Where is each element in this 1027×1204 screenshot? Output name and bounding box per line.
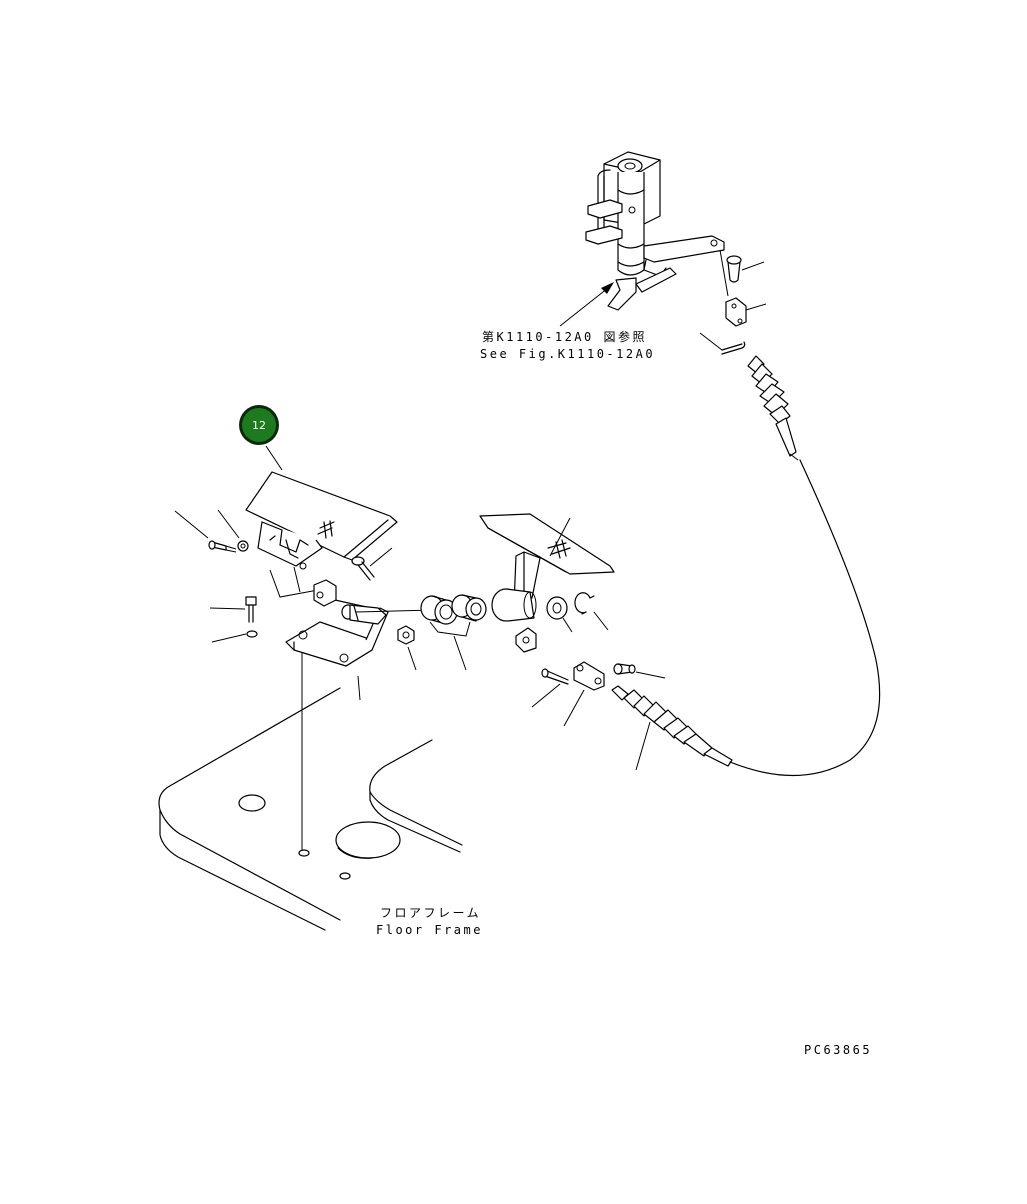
cable-end-upper — [747, 355, 799, 461]
reference-arrow — [559, 282, 614, 327]
hex-nut — [397, 625, 417, 671]
callout-fill — [242, 408, 276, 442]
cotter-pin — [699, 332, 746, 355]
bolt-and-washer — [174, 509, 249, 553]
bracket-block — [313, 579, 337, 607]
pivot-pin — [341, 604, 433, 625]
bolt-lower-left — [209, 596, 258, 643]
see-fig-label-en: See Fig.K1110-12A0 — [480, 347, 655, 361]
washer-right — [546, 596, 573, 633]
bolt-center — [351, 547, 393, 581]
drawing-code: PC63865 — [804, 1043, 872, 1057]
snap-ring — [574, 592, 609, 631]
footrest-pedal — [245, 471, 398, 570]
brake-pedal — [479, 513, 615, 653]
clevis-pin — [531, 668, 569, 708]
callout-leader — [265, 445, 283, 471]
see-fig-label-jp: 第K1110-12A0 図参照 — [482, 329, 647, 344]
upper-pin — [726, 255, 765, 283]
leader-footrest-block-2 — [293, 566, 301, 593]
control-cable — [729, 459, 881, 777]
floor-frame — [158, 687, 463, 931]
leader-bushings — [429, 621, 471, 671]
valve-assembly — [585, 151, 729, 311]
floor-frame-label-jp: フロアフレーム — [380, 906, 481, 920]
cable-end-lower — [611, 685, 733, 771]
clevis — [563, 661, 605, 727]
floor-frame-label-en: Floor Frame — [376, 923, 483, 937]
upper-clevis — [725, 297, 767, 327]
bushing-right — [451, 594, 487, 622]
callout-badge[interactable]: 12 — [239, 405, 279, 445]
leader-footrest-block — [269, 569, 319, 598]
bolt-small-right — [613, 663, 666, 679]
callout-number: 12 — [252, 419, 266, 432]
bushing-left — [420, 595, 458, 625]
